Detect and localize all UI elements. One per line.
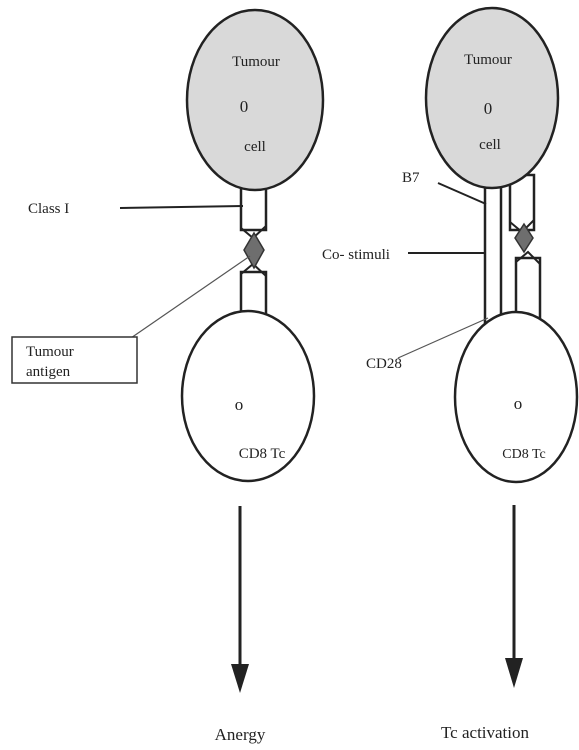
- left-panel: Tumour 0 cell Class I Tumour antigen o C…: [12, 10, 323, 744]
- cd28-label: CD28: [366, 356, 402, 372]
- left-tumour-cell-label-bottom: cell: [244, 139, 266, 155]
- tumour-antigen-box-line1: Tumour: [26, 344, 74, 360]
- right-tumour-cell-label-top: Tumour: [464, 52, 512, 68]
- b7-label: B7: [402, 170, 420, 186]
- right-outcome-arrow-head: [505, 658, 523, 688]
- right-tumour-nucleus: 0: [484, 99, 493, 118]
- class-i-label: Class I: [28, 201, 69, 217]
- class-i-pointer: [120, 206, 243, 208]
- co-stimuli-label: Co- stimuli: [322, 247, 390, 263]
- left-tumour-antigen-shape: [244, 233, 264, 268]
- left-cd8-tc-label: CD8 Tc: [239, 446, 286, 462]
- right-panel: Tumour 0 cell B7 Co- stimuli CD28 o CD8 …: [322, 8, 577, 742]
- left-outcome-arrow-head: [231, 664, 249, 693]
- right-tc-nucleus: o: [514, 394, 523, 413]
- left-tumour-cell-label-top: Tumour: [232, 54, 280, 70]
- right-tumour-cell-label-bottom: cell: [479, 137, 501, 153]
- left-tumour-nucleus: 0: [240, 97, 249, 116]
- tumour-antigen-box-line2: antigen: [26, 364, 71, 380]
- left-tumour-cell: [187, 10, 323, 190]
- right-cd8-tc-label: CD8 Tc: [502, 447, 545, 462]
- anergy-label: Anergy: [215, 725, 266, 744]
- right-tumour-cell: [426, 8, 558, 188]
- tc-activation-label: Tc activation: [441, 723, 530, 742]
- left-tc-nucleus: o: [235, 395, 244, 414]
- b7-cd28-stalk: [485, 175, 501, 325]
